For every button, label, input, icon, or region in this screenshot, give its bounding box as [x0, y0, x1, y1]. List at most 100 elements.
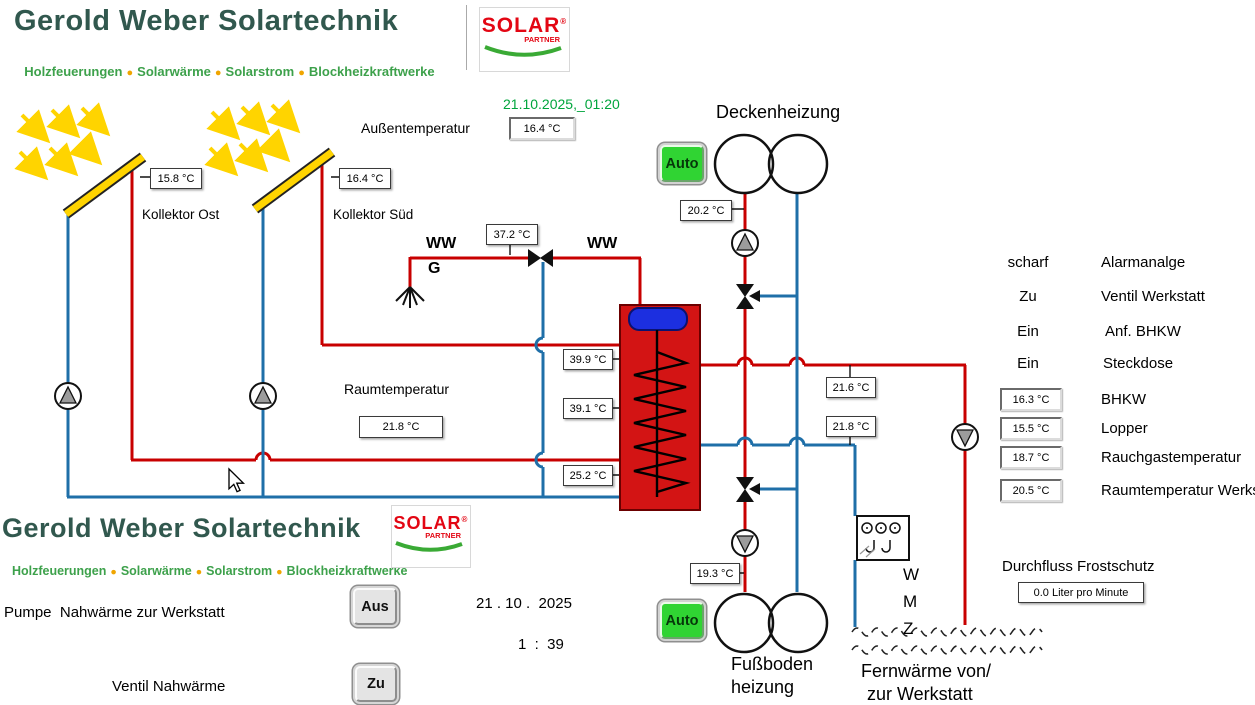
outdoor-temp-label: Außentemperatur	[361, 120, 470, 136]
solar-partner-logo: SOLAR® PARTNER	[479, 7, 570, 72]
badge-reg-mark: ®	[461, 515, 469, 524]
bullet-separator: ●	[214, 67, 222, 79]
nahwaerme-valve-button[interactable]: Zu	[355, 666, 397, 702]
valve-floor-icon	[736, 477, 760, 502]
tagline-part: Solarwärme	[137, 64, 211, 79]
frost-flow-label: Durchfluss Frostschutz	[1002, 558, 1155, 575]
pump-floor-icon	[731, 529, 759, 557]
ww-label-right: WW	[587, 235, 618, 252]
heat-meter-icon	[856, 515, 910, 561]
buffer-tank	[619, 304, 701, 511]
pump-ceiling-icon	[731, 229, 759, 257]
badge-swoosh	[395, 540, 463, 552]
heat-exchanger-coil-icon	[633, 350, 691, 494]
status-state-ventil-werkstatt: Zu	[1019, 288, 1037, 305]
ceiling-heating-label: Deckenheizung	[716, 102, 841, 122]
company-logo-text-bottom: Gerold Weber Solartechnik	[2, 513, 361, 543]
tagline-part: Holzfeuerungen	[24, 64, 123, 79]
status-state-steckdose: Ein	[1017, 355, 1039, 372]
bullet-separator: ●	[298, 67, 305, 79]
collector-ost-panel	[62, 152, 147, 219]
status-label-ventil-werkstatt: Ventil Werkstatt	[1101, 288, 1205, 305]
tank-bottom-temp: 25.2 °C	[563, 465, 613, 486]
pump-collector-ost-icon	[54, 382, 82, 410]
bhkw-temp-value: 16.3 °C	[1000, 388, 1062, 411]
wmz-letter-m: M	[903, 592, 918, 611]
room-temp-label: Raumtemperatur	[344, 381, 450, 397]
tank-mid-temp: 39.1 °C	[563, 398, 613, 419]
workshop-room-temp-value: 20.5 °C	[1000, 479, 1062, 502]
wmz-letter-w: W	[903, 565, 920, 584]
wmz-letter-z: Z	[903, 619, 914, 638]
collector-sued-temp: 16.4 °C	[339, 168, 391, 189]
ceiling-auto-button[interactable]: Auto	[660, 145, 704, 182]
nahwaerme-pump-label: Pumpe Nahwärme zur Werkstatt	[4, 604, 225, 621]
bhkw-temp-label: BHKW	[1101, 391, 1146, 408]
lopper-temp-value: 15.5 °C	[1000, 417, 1062, 440]
collector-ost-temp: 15.8 °C	[150, 168, 202, 189]
floor-heating-label-line2: heizung	[731, 677, 795, 697]
fluegas-temp-label: Rauchgastemperatur	[1101, 449, 1242, 466]
company-tagline: Holzfeuerungen●Solarwärme●Solarstrom●Blo…	[17, 49, 435, 79]
badge-partner-text: PARTNER	[425, 531, 461, 540]
valve-ww-icon	[528, 249, 553, 267]
status-state-alarm: scharf	[1007, 254, 1049, 271]
remote-heat-label-line2: zur Werkstatt	[867, 684, 973, 704]
ceiling-supply-temp: 20.2 °C	[680, 200, 732, 221]
floor-heating-label-line1: Fußboden	[731, 654, 814, 674]
bullet-separator: ●	[126, 67, 134, 79]
ww-temp-value: 37.2 °C	[486, 224, 538, 245]
floor-supply-temp: 19.3 °C	[690, 563, 740, 584]
ground-symbol-icon	[395, 286, 425, 308]
collector-sued-panel	[251, 147, 336, 214]
badge-reg-mark: ®	[560, 17, 568, 26]
tagline-part: Blockheizkraftwerke	[286, 564, 408, 578]
bullet-separator: ●	[276, 566, 283, 578]
tagline-part: Holzfeuerungen	[11, 564, 107, 578]
collector-ost-label: Kollektor Ost	[142, 207, 220, 222]
mouse-cursor-icon	[228, 467, 246, 493]
company-tagline-bottom: Holzfeuerungen●Solarwärme●Solarstrom●Blo…	[5, 550, 407, 578]
lopper-temp-label: Lopper	[1101, 420, 1148, 437]
ww-label-left: WW	[426, 235, 457, 252]
room-temp-value: 21.8 °C	[359, 416, 443, 438]
status-label-anf-bhkw: Anf. BHKW	[1105, 323, 1181, 340]
tagline-part: Solarwärme	[120, 564, 192, 578]
floor-heating-symbol	[713, 592, 829, 654]
bullet-separator: ●	[195, 566, 203, 578]
hot-pipes	[130, 158, 967, 625]
header-divider	[466, 5, 467, 70]
pump-collector-sued-icon	[249, 382, 277, 410]
collector-sued-label: Kollektor Süd	[333, 207, 414, 222]
tank-cap-icon	[628, 307, 688, 331]
sun-rays-sued-icon	[204, 99, 301, 177]
tagline-part: Blockheizkraftwerke	[308, 64, 435, 79]
status-state-anf-bhkw: Ein	[1017, 323, 1039, 340]
status-label-alarm: Alarmanalge	[1101, 254, 1186, 271]
nahwaerme-valve-label: Ventil Nahwärme	[112, 678, 226, 695]
nahwaerme-pump-button[interactable]: Aus	[353, 588, 397, 625]
floor-auto-button[interactable]: Auto	[660, 602, 704, 639]
pump-remote-icon	[951, 423, 979, 451]
tagline-part: Solarstrom	[225, 64, 295, 79]
cold-pipes	[66, 188, 857, 627]
badge-solar-text: SOLAR	[481, 14, 561, 37]
company-logo-text: Gerold Weber Solartechnik	[14, 5, 399, 37]
datetime-display: 21.10.2025,_01:20	[503, 96, 620, 112]
badge-swoosh	[484, 44, 562, 57]
fluegas-temp-value: 18.7 °C	[1000, 446, 1062, 469]
workshop-room-temp-label: Raumtemperatur Werkstatt	[1101, 482, 1255, 499]
frost-flow-value: 0.0 Liter pro Minute	[1018, 582, 1144, 603]
footer-date: 21 . 10 . 2025	[476, 595, 572, 612]
ww-g-label: G	[428, 260, 441, 277]
bullet-separator: ●	[110, 566, 117, 578]
line-temp-1: 21.6 °C	[826, 377, 876, 398]
footer-time: 1 : 39	[518, 636, 564, 653]
line-temp-2: 21.8 °C	[826, 416, 876, 437]
badge-solar-text: SOLAR	[393, 513, 462, 533]
tagline-part: Solarstrom	[206, 564, 273, 578]
badge-partner-text: PARTNER	[524, 35, 560, 44]
ceiling-heating-symbol	[713, 133, 829, 195]
